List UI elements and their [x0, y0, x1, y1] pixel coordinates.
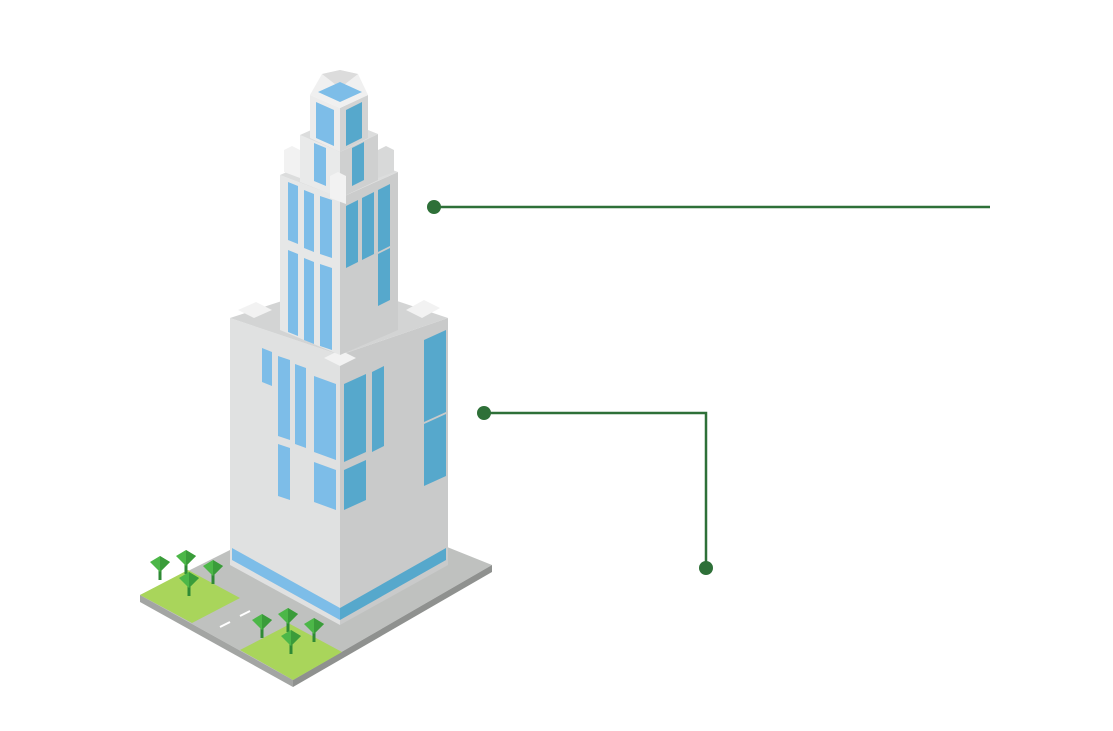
grass-left	[140, 570, 240, 623]
tree-icon	[203, 560, 223, 584]
callout-dot-start	[477, 406, 491, 420]
callout-dot-end	[699, 561, 713, 575]
tree-icon	[281, 630, 301, 654]
tree-icon	[252, 614, 272, 638]
tree-icon	[150, 556, 170, 580]
tree-icon	[278, 608, 298, 632]
tree-icon	[179, 572, 199, 596]
callout-dot-top	[427, 200, 441, 214]
trees	[150, 550, 324, 654]
callout-top	[427, 200, 990, 214]
callout-middle	[477, 406, 713, 575]
upper-tower	[280, 70, 398, 355]
tree-icon	[176, 550, 196, 574]
tree-icon	[304, 618, 324, 642]
